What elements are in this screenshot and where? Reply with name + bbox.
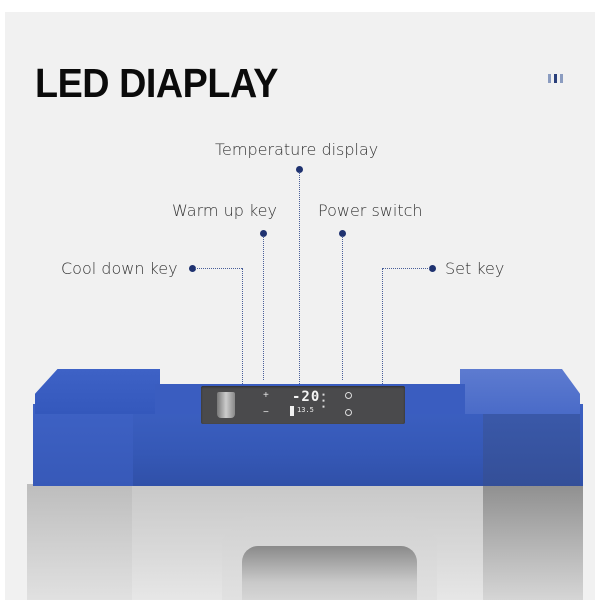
cooler-lid-right-face (483, 404, 580, 486)
cooler-side-panel-left (27, 484, 132, 600)
leader-line-set-h (382, 268, 430, 269)
callout-set-key: Set key (445, 259, 505, 278)
unit-indicators-icon: ▪▪▪ (322, 392, 326, 410)
led-control-panel: + − -20 13.5 ▪▪▪ (201, 386, 405, 424)
callout-warm-up-key: Warm up key (172, 201, 277, 220)
cool-down-key[interactable]: − (263, 407, 269, 418)
leader-line-cool-down-v (242, 268, 243, 408)
leader-dot-cool-down (189, 265, 196, 272)
set-icon[interactable] (345, 409, 352, 416)
product-feature-panel: LED DIAPLAY Temperature display Warm up … (5, 12, 595, 600)
callout-temperature-display: Temperature display (215, 140, 379, 159)
leader-line-power (342, 236, 343, 380)
leader-line-cool-down-h (195, 268, 242, 269)
warm-up-key[interactable]: + (263, 390, 269, 401)
cooler-lid-right-corner (460, 369, 580, 414)
sensor-icon (217, 392, 235, 418)
leader-line-warm-up (263, 236, 264, 380)
power-icon[interactable] (345, 392, 352, 399)
pager-dot[interactable] (560, 74, 563, 83)
cooler-handle-grip (242, 546, 417, 600)
cooler-lid-left-face (33, 404, 133, 486)
page-title: LED DIAPLAY (35, 60, 278, 106)
callout-power-switch: Power switch (318, 201, 423, 220)
leader-line-set-v (382, 268, 383, 408)
pager-dot[interactable] (548, 74, 551, 83)
cooler-lower-body (27, 484, 583, 600)
pager-indicator[interactable] (548, 74, 563, 83)
pager-dot-active[interactable] (554, 74, 557, 83)
leader-dot-warm-up (260, 230, 267, 237)
leader-dot-temperature (296, 166, 303, 173)
secondary-readout: 13.5 (297, 406, 314, 414)
cooler-side-panel-right (483, 484, 583, 600)
leader-dot-power (339, 230, 346, 237)
callout-cool-down-key: Cool down key (61, 259, 178, 278)
temperature-readout: -20 (292, 389, 321, 405)
battery-icon (290, 406, 294, 416)
leader-line-temperature (299, 172, 300, 400)
cooler-lid-left-corner (35, 369, 160, 414)
leader-dot-set (429, 265, 436, 272)
